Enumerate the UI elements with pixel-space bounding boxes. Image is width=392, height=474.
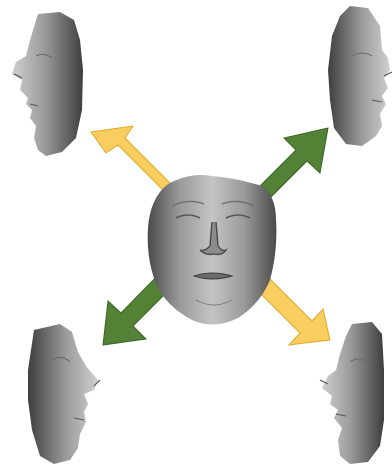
arrow-to-top-left xyxy=(91,126,175,195)
face-top-right xyxy=(328,6,392,146)
face-top-left xyxy=(12,12,83,156)
face-bottom-left xyxy=(28,324,100,464)
face-bottom-right xyxy=(320,322,384,464)
face-center-frontal xyxy=(148,175,277,325)
